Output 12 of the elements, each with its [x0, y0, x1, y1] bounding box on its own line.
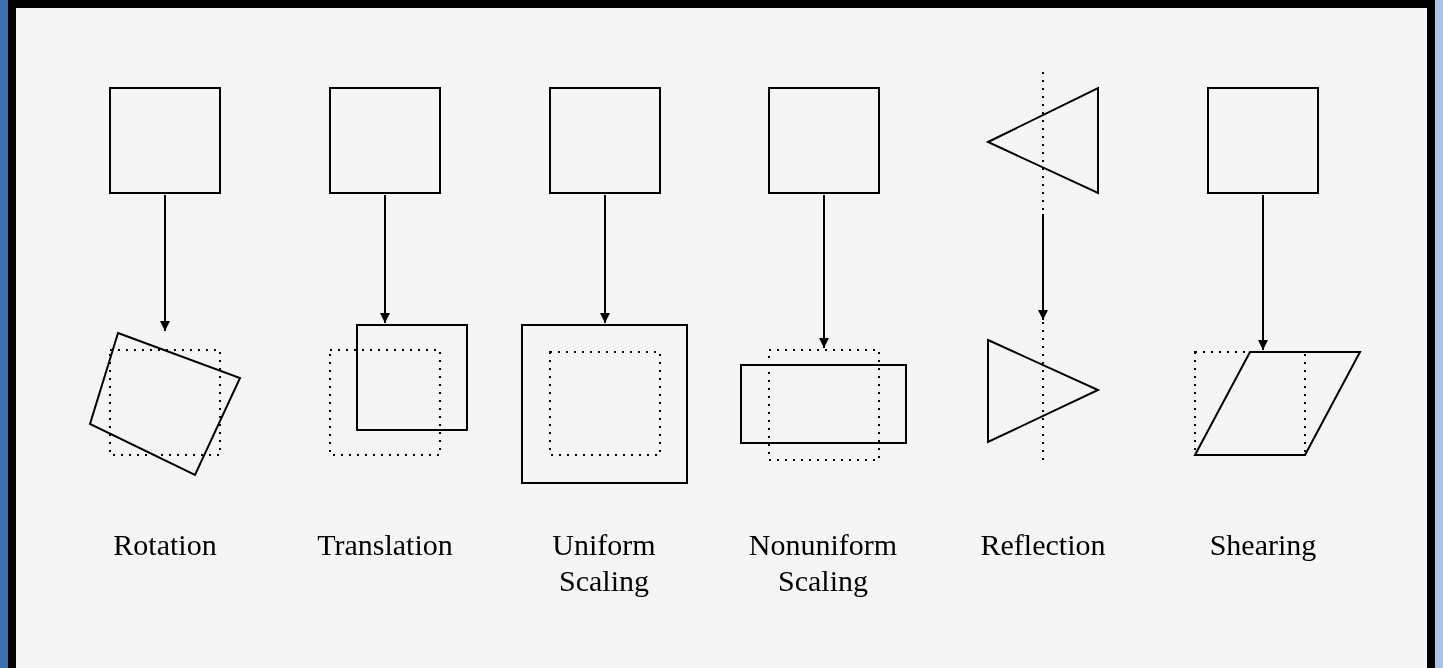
transformation-caption: Translation [316, 527, 454, 563]
transformation-caption: Shearing [1208, 527, 1318, 563]
arrow [380, 194, 390, 324]
transformation-caption: Rotation [112, 527, 218, 563]
arrow [1258, 194, 1268, 351]
arrow [160, 194, 170, 332]
arrow [1038, 213, 1048, 321]
transformation-caption: Uniform Scaling [551, 527, 657, 599]
transformation-caption: Reflection [979, 527, 1107, 563]
transformation-caption: Nonuniform Scaling [747, 527, 899, 599]
arrow [819, 194, 829, 349]
arrow [600, 194, 610, 324]
